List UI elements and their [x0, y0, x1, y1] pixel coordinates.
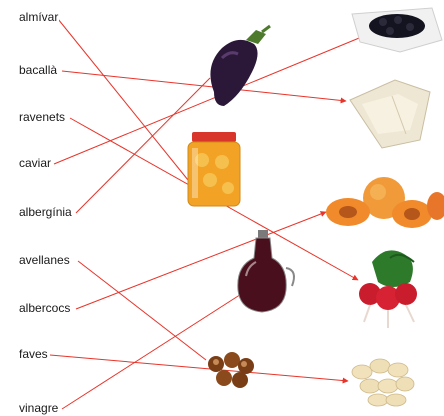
- vinegar-cruet-image: [238, 230, 294, 312]
- apricots-image: [326, 177, 444, 228]
- hazelnuts-image: [208, 352, 254, 388]
- word-albergina: albergínia: [18, 205, 73, 219]
- word-avellanes: avellanes: [18, 253, 71, 267]
- word-caviar: caviar: [18, 156, 52, 170]
- word-ravenets: ravenets: [18, 110, 66, 124]
- caviar-dish-image: [352, 8, 442, 52]
- word-albercocs: albercocs: [18, 301, 71, 315]
- eggplant-image: [210, 26, 270, 106]
- salt-cod-image: [350, 80, 430, 148]
- word-bacalla: bacallà: [18, 63, 58, 77]
- word-almivar: almívar: [18, 10, 59, 24]
- fruit-jar-image: [188, 132, 240, 206]
- word-faves: faves: [18, 347, 49, 361]
- word-vinagre: vinagre: [18, 401, 59, 415]
- radishes-image: [359, 250, 417, 328]
- broad-beans-image: [352, 359, 414, 406]
